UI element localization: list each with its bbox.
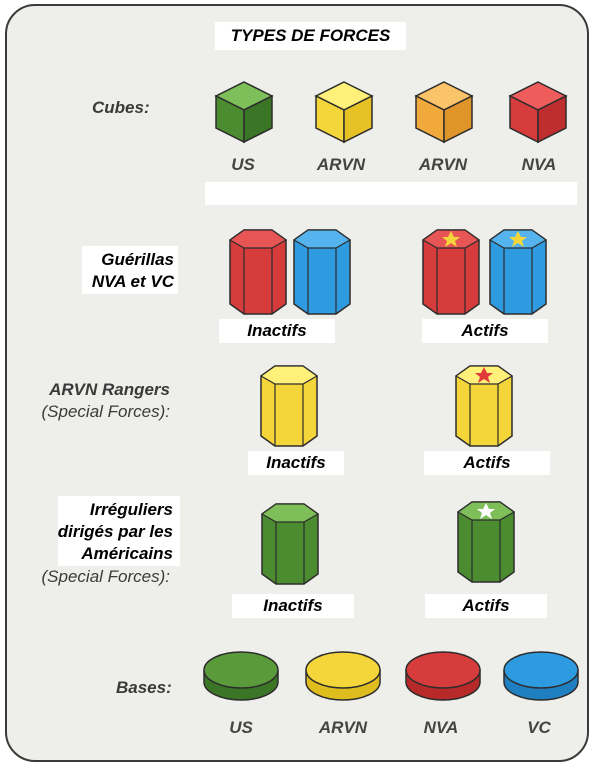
base-us-icon bbox=[203, 651, 279, 701]
cube-arvn-caption-2: ARVN bbox=[418, 155, 468, 174]
bases-label: Bases: bbox=[116, 678, 172, 697]
irregulars-active-label: Actifs bbox=[425, 594, 547, 618]
base-vc-icon bbox=[503, 651, 579, 701]
guerrilla-nva-inactive-icon bbox=[228, 229, 288, 315]
irregulars-label-line2: dirigés par les bbox=[57, 522, 173, 541]
guerrillas-label-box bbox=[82, 246, 178, 294]
rangers-active-label: Actifs bbox=[424, 451, 550, 475]
base-arvn-caption: ARVN bbox=[318, 718, 368, 737]
irregulars-label-line3: Américains bbox=[81, 544, 173, 563]
guerrilla-vc-inactive-icon bbox=[292, 229, 352, 315]
guerrillas-inactive-label: Inactifs bbox=[219, 319, 335, 343]
irregulars-label-line4: (Special Forces): bbox=[41, 567, 170, 586]
cubes-label: Cubes: bbox=[92, 98, 150, 117]
base-us-caption: US bbox=[229, 718, 253, 737]
ranger-active-icon bbox=[454, 365, 514, 447]
base-nva-caption: NVA bbox=[423, 718, 459, 737]
cube-us-icon bbox=[214, 81, 274, 144]
guerrillas-label-line2: NVA et VC bbox=[91, 272, 174, 291]
base-vc-caption: VC bbox=[527, 718, 551, 737]
rangers-inactive-label: Inactifs bbox=[248, 451, 344, 475]
guerrilla-vc-active-icon bbox=[488, 229, 548, 315]
cube-arvn-orange-icon bbox=[414, 81, 474, 144]
irregular-active-icon bbox=[456, 501, 516, 583]
guerrilla-nva-active-icon bbox=[421, 229, 481, 315]
base-nva-icon bbox=[405, 651, 481, 701]
irregulars-label-line1: Irréguliers bbox=[89, 500, 173, 519]
base-arvn-icon bbox=[305, 651, 381, 701]
cube-nva-caption: NVA bbox=[521, 155, 557, 174]
blank-strip bbox=[205, 182, 577, 205]
guerrillas-active-label: Actifs bbox=[422, 319, 548, 343]
cube-arvn-caption: ARVN bbox=[316, 155, 366, 174]
cube-arvn-yellow-icon bbox=[314, 81, 374, 144]
ranger-inactive-icon bbox=[259, 365, 319, 447]
page-title: TYPES DE FORCES bbox=[215, 22, 406, 50]
irregulars-inactive-label: Inactifs bbox=[232, 594, 354, 618]
guerrillas-label-line1: Guérillas bbox=[101, 250, 174, 269]
cube-us-caption: US bbox=[231, 155, 255, 174]
rangers-label-line1: ARVN Rangers bbox=[49, 380, 170, 399]
cube-nva-icon bbox=[508, 81, 568, 144]
irregular-inactive-icon bbox=[260, 503, 320, 585]
irregulars-label-box bbox=[58, 496, 180, 566]
rangers-label-line2: (Special Forces): bbox=[41, 402, 170, 421]
